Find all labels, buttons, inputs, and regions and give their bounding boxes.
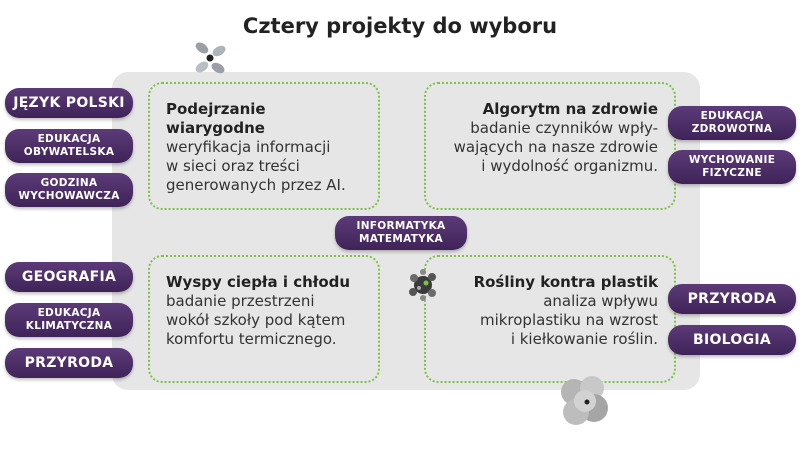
subject-pill-edukacja-obywatelska: EDUKACJA OBYWATELSKA xyxy=(5,129,133,163)
project-card-podejrzanie-wiarygodne: Podejrzanie wiarygodne weryfikacja infor… xyxy=(148,82,380,210)
subject-pill-przyroda-left: PRZYRODA xyxy=(5,348,133,378)
subject-pill-edukacja-klimatyczna: EDUKACJA KLIMATYCZNA xyxy=(5,303,133,337)
subject-pill-informatyka-matematyka: INFORMATYKA MATEMATYKA xyxy=(335,216,467,250)
project-card-algorytm-na-zdrowie: Algorytm na zdrowie badanie czynników wp… xyxy=(424,82,676,210)
subject-pill-jezyk-polski: JĘZYK POLSKI xyxy=(5,88,133,118)
subject-pill-wychowanie-fizyczne: WYCHOWANIE FIZYCZNE xyxy=(668,150,796,184)
project-card-rosliny-kontra-plastik: Rośliny kontra plastik analiza wpływu mi… xyxy=(424,255,676,383)
project-description: badanie przestrzeni wokół szkoły pod kąt… xyxy=(166,292,346,348)
project-title: Wyspy ciepła i chłodu xyxy=(166,273,351,291)
subject-pill-geografia: GEOGRAFIA xyxy=(5,262,133,292)
project-title: Podejrzanie wiarygodne xyxy=(166,100,266,137)
project-card-wyspy-ciepla: Wyspy ciepła i chłodu badanie przestrzen… xyxy=(148,255,380,383)
molecule-icon xyxy=(195,42,226,74)
project-description: analiza wpływu mikroplastiku na wzrost i… xyxy=(479,292,658,348)
subject-pill-godzina-wychowawcza: GODZINA WYCHOWAWCZA xyxy=(5,173,133,207)
project-title: Algorytm na zdrowie xyxy=(482,100,658,118)
subject-pill-przyroda-right: PRZYRODA xyxy=(668,284,796,314)
subject-pill-biologia: BIOLOGIA xyxy=(668,325,796,355)
project-title: Rośliny kontra plastik xyxy=(473,273,658,291)
subject-pill-edukacja-zdrowotna: EDUKACJA ZDROWOTNA xyxy=(668,106,796,140)
project-description: weryfikacja informacji w sieci oraz treś… xyxy=(166,138,346,194)
particle-cluster-icon xyxy=(409,269,436,301)
project-description: badanie czynników wpły- wających na nasz… xyxy=(453,119,658,175)
page-title: Cztery projekty do wyboru xyxy=(242,14,558,38)
cloud-blob-icon xyxy=(561,376,608,425)
